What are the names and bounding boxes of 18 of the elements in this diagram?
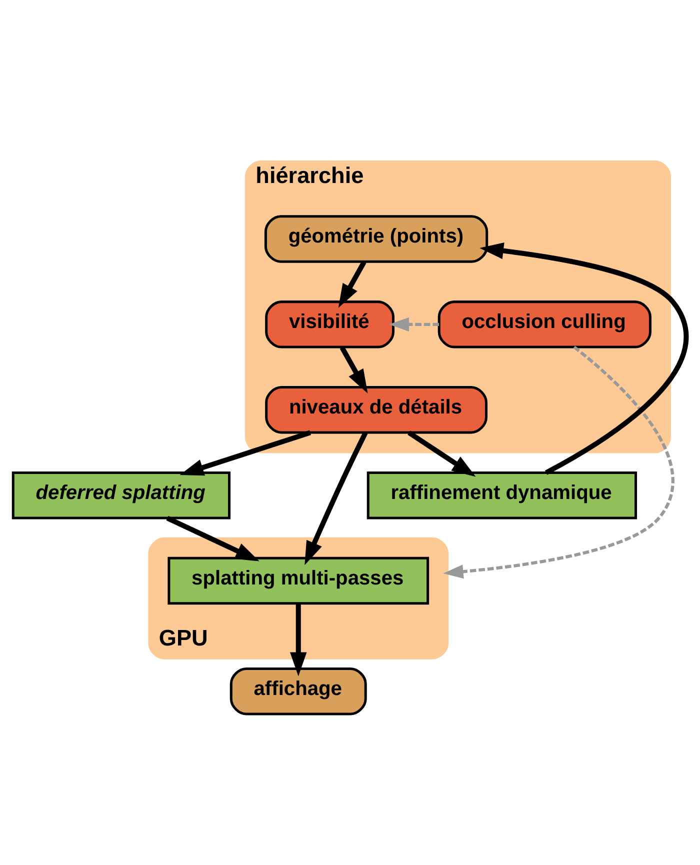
node-box: occlusion culling bbox=[438, 300, 652, 348]
arrow bbox=[166, 516, 260, 562]
arrow bbox=[180, 430, 312, 476]
node-box: deferred splatting bbox=[12, 471, 231, 520]
node-box: niveaux de détails bbox=[265, 386, 488, 434]
arrow bbox=[304, 432, 368, 566]
arrow bbox=[290, 604, 307, 676]
arrow bbox=[388, 317, 440, 332]
node-box: affichage bbox=[230, 667, 367, 716]
arrow bbox=[480, 242, 689, 475]
arrow bbox=[408, 430, 476, 477]
node-box: visibilité bbox=[265, 300, 394, 348]
node-box: géométrie (points) bbox=[264, 215, 488, 263]
arrow bbox=[338, 260, 366, 308]
node-box: raffinement dynamique bbox=[366, 471, 638, 520]
node-box: splatting multi-passes bbox=[168, 556, 430, 605]
arrow bbox=[443, 346, 674, 579]
arrow bbox=[340, 346, 368, 394]
